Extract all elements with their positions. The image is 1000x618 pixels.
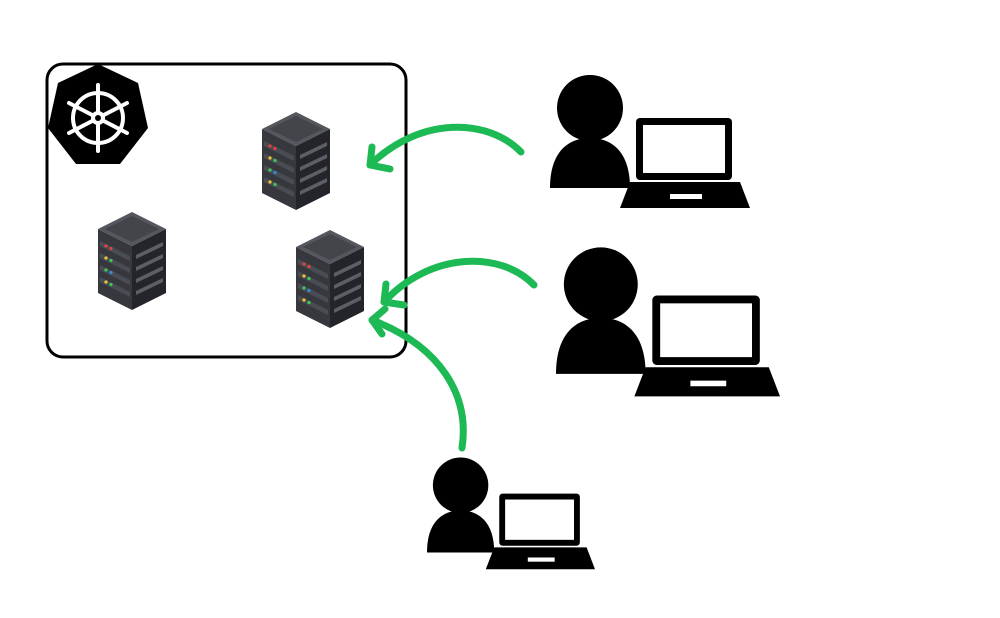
arrow-user1-to-node1 [366,123,525,173]
arrow-user3-to-node3 [368,305,467,452]
server-rack-icon [98,212,166,310]
connection-arrows [366,123,538,452]
user-with-laptop-icon [550,75,750,208]
server-rack-icon [296,230,364,328]
kubernetes-helm-logo-icon [48,64,148,164]
user-with-laptop-icon [427,457,595,570]
arrow-user2-to-node3 [380,257,538,309]
server-rack-icon [262,112,330,210]
user-with-laptop-icon [556,247,780,397]
